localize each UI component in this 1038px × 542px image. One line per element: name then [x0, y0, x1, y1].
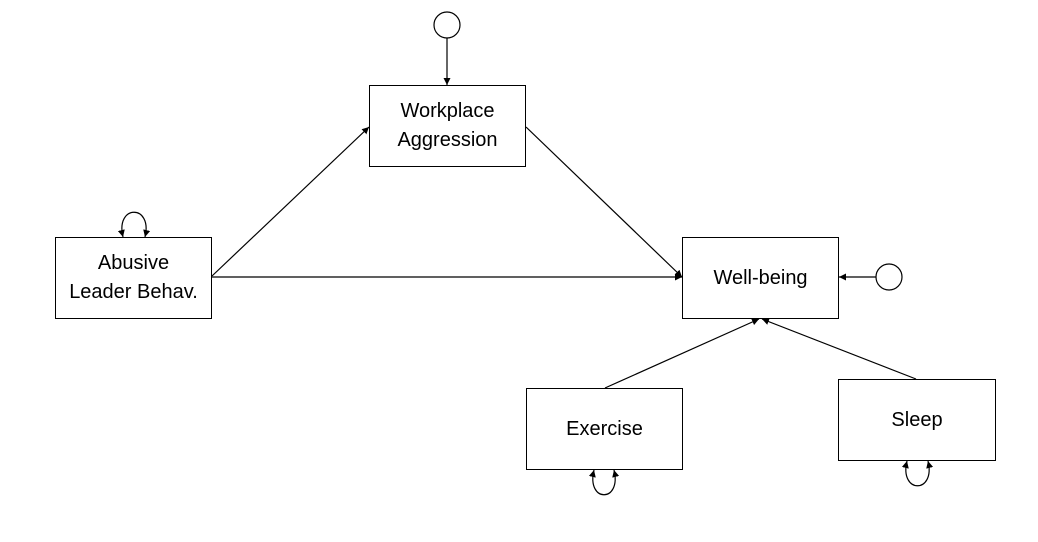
- variance-loop-abusive: [117, 211, 151, 238]
- node-well-being-label: Well-being: [713, 266, 808, 289]
- node-sleep-label: Sleep: [891, 408, 943, 431]
- node-workplace-aggression: Workplace Aggression: [369, 85, 526, 167]
- node-sleep: Sleep: [838, 379, 996, 461]
- path-exercise-to-wellbeing: [604, 318, 760, 389]
- variance-loop-sleep: [901, 460, 934, 487]
- node-abusive-leader-behavior-label: Abusive Leader Behav.: [69, 249, 198, 307]
- node-abusive-leader-behavior-label-line2: Leader Behav.: [69, 281, 198, 303]
- error-term-wellbeing: [875, 263, 903, 291]
- node-exercise: Exercise: [526, 388, 683, 470]
- path-workplace-to-wellbeing: [525, 126, 683, 278]
- error-term-workplace: [433, 11, 461, 39]
- node-abusive-leader-behavior: Abusive Leader Behav.: [55, 237, 212, 319]
- path-sleep-to-wellbeing: [761, 318, 917, 380]
- node-abusive-leader-behavior-label-line1: Abusive: [97, 252, 170, 274]
- path-abusive-to-workplace: [211, 126, 370, 277]
- node-exercise-label: Exercise: [566, 417, 643, 440]
- node-well-being: Well-being: [682, 237, 839, 319]
- node-workplace-aggression-label: Workplace Aggression: [397, 97, 497, 155]
- variance-loop-exercise: [588, 469, 620, 496]
- node-workplace-aggression-label-line1: Workplace: [400, 100, 495, 122]
- node-workplace-aggression-label-line2: Aggression: [397, 129, 498, 151]
